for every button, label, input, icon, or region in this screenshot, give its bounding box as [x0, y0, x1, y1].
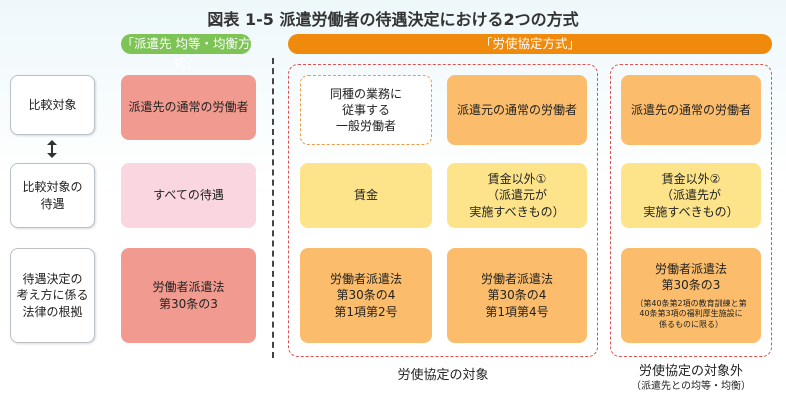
row-label-law: 待遇決定の 考え方に係る 法律の根拠: [10, 248, 95, 343]
origin-target-text: 賃金以外① （派遣元が 実施すべきもの）: [469, 172, 565, 219]
dest-compare-text: 派遣先の通常の労働者: [630, 102, 751, 117]
equal-target-box: すべての待遇: [121, 163, 256, 228]
row-label-law-text: 待遇決定の 考え方に係る 法律の根拠: [16, 272, 89, 319]
equal-compare-box: 派遣先の通常の労働者: [121, 75, 256, 140]
equal-target-text: すべての待遇: [153, 188, 224, 203]
row-label-target: 比較対象の 待遇: [10, 163, 95, 228]
covered-caption: 労使協定の対象: [397, 368, 489, 383]
equal-law-box: 労働者派遣法 第30条の3: [121, 248, 256, 343]
general-law-text: 労働者派遣法 第30条の4 第1項第2号: [329, 272, 402, 319]
dest-target-box: 賃金以外② （派遣先が 実施すべきもの）: [621, 163, 761, 228]
origin-law-box: 労働者派遣法 第30条の4 第1項第4号: [447, 248, 587, 343]
dest-target-text: 賃金以外② （派遣先が 実施すべきもの）: [643, 172, 739, 219]
general-compare-box: 同種の業務に 従事する 一般労働者: [300, 75, 432, 145]
figure-title: 図表 1-5 派遣労働者の待遇決定における2つの方式: [207, 10, 579, 29]
labor-agreement-header: 「労使協定方式」: [288, 34, 772, 54]
origin-compare-text: 派遣元の通常の労働者: [456, 102, 577, 117]
origin-target-box: 賃金以外① （派遣元が 実施すべきもの）: [447, 163, 587, 228]
covered-frame: [288, 64, 598, 357]
equal-law-text: 労働者派遣法 第30条の3: [152, 280, 225, 311]
dest-law-box: 労働者派遣法 第30条の3 （第40条第2項の教育訓練と第 40条第3項の福利厚…: [621, 248, 761, 343]
row-label-target-text: 比較対象の 待遇: [22, 180, 83, 211]
general-law-box: 労働者派遣法 第30条の4 第1項第2号: [300, 248, 432, 343]
row-label-compare: 比較対象: [10, 75, 95, 135]
origin-law-text: 労働者派遣法 第30条の4 第1項第4号: [480, 272, 553, 319]
excluded-subcaption: （派遣先との均等・均衡）: [631, 381, 751, 392]
excluded-caption: 労使協定の対象外: [638, 364, 743, 379]
equal-method-header: 「派遣先 均等・均衡方式」: [121, 34, 251, 71]
general-target-box: 賃金: [300, 163, 432, 228]
excluded-frame: [610, 64, 772, 357]
row-label-compare-text: 比較対象: [28, 97, 77, 112]
general-target-text: 賃金: [353, 188, 378, 203]
dest-law-text: 労働者派遣法 第30条の3: [654, 261, 727, 292]
general-compare-text: 同種の業務に 従事する 一般労働者: [329, 86, 402, 134]
method-divider: [272, 58, 274, 358]
up-down-arrow-icon: [40, 140, 64, 160]
equal-compare-text: 派遣先の通常の労働者: [128, 100, 249, 115]
origin-compare-box: 派遣元の通常の労働者: [447, 75, 587, 145]
dest-law-note: （第40条第2項の教育訓練と第 40条第3項の福利厚生施設に 係るものに限る）: [635, 299, 747, 329]
dest-compare-box: 派遣先の通常の労働者: [621, 75, 761, 145]
